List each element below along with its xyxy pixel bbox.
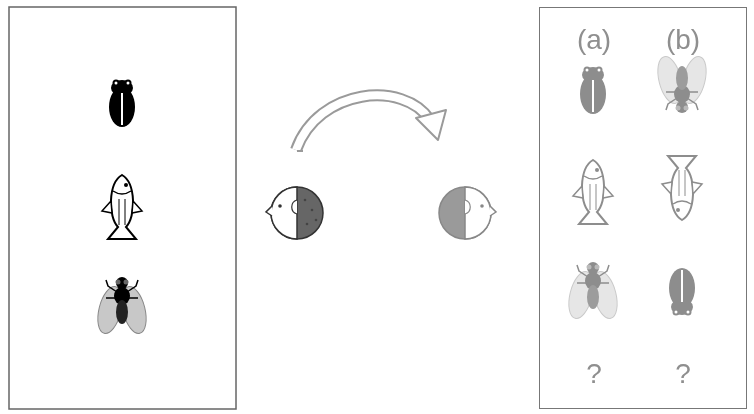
fish-figure bbox=[573, 160, 613, 224]
column-label: (a) bbox=[577, 26, 611, 54]
question-mark: ? bbox=[586, 360, 602, 388]
fly-figure bbox=[654, 54, 711, 113]
frog-figure bbox=[553, 67, 633, 115]
question-mark: ? bbox=[675, 360, 691, 388]
fish-figure bbox=[102, 175, 142, 239]
fly-figure bbox=[94, 277, 151, 336]
right-head bbox=[439, 187, 496, 239]
frog-figure bbox=[642, 268, 722, 316]
panel-frame bbox=[9, 7, 236, 409]
column-label: (b) bbox=[666, 26, 700, 54]
transfer-arrow bbox=[296, 95, 446, 151]
panel-box: (a) (b)?? bbox=[539, 7, 747, 409]
faded-figures bbox=[553, 54, 722, 321]
fly-figure bbox=[565, 262, 622, 321]
fish-figure bbox=[662, 156, 702, 220]
left-head bbox=[266, 187, 323, 239]
frog-figure bbox=[82, 80, 162, 128]
